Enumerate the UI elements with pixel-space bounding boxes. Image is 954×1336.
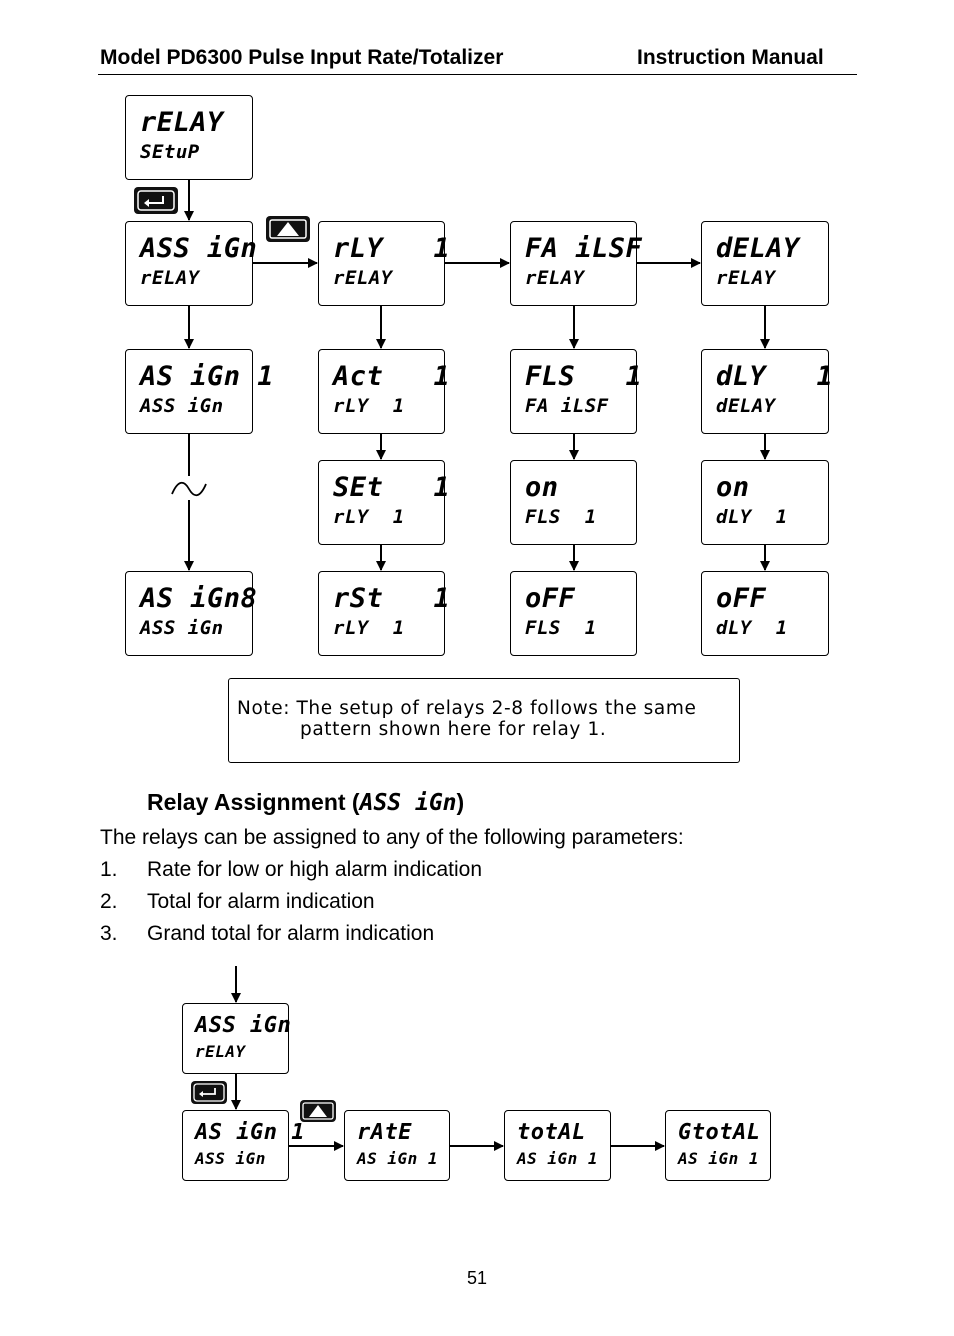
list-item-text: Rate for low or high alarm indication: [147, 858, 482, 881]
heading-code: ASS iGn: [359, 790, 457, 816]
display-rst1: rSt 1 rLY 1: [318, 571, 450, 656]
display-bottom: FLS 1: [525, 617, 597, 639]
display-bottom: rLY 1: [333, 617, 405, 639]
display-bottom: rELAY: [716, 267, 776, 289]
list-item-number: 1.: [100, 858, 118, 881]
display-top: dELAY: [716, 233, 800, 264]
display-top: totAL: [517, 1120, 586, 1145]
display-bottom: FLS 1: [525, 506, 597, 528]
display-bottom: ASS iGn: [140, 395, 224, 417]
list-item-number: 2.: [100, 890, 118, 913]
display-top: on: [525, 472, 559, 503]
display-top: GtotAL: [678, 1120, 761, 1145]
display-top: oFF: [716, 583, 767, 614]
display-bottom: AS iGn 1: [678, 1149, 760, 1168]
display-bottom: rLY 1: [333, 506, 405, 528]
display-top: AS iGn8: [140, 583, 258, 614]
display-failsafe-relay: FA iLSF rELAY: [510, 221, 642, 306]
note-line-2: pattern shown here for relay 1.: [300, 719, 607, 740]
display-top: AS iGn 1: [140, 361, 275, 392]
heading-text: Relay Assignment (: [147, 789, 360, 815]
up-arrow-button-icon: [266, 216, 310, 242]
display-top: rSt 1: [333, 583, 451, 614]
display-dly-on: on dLY 1: [701, 460, 829, 545]
section-heading: Relay Assignment (ASS iGn): [147, 789, 464, 816]
display-bottom: rELAY: [140, 267, 200, 289]
display-assign8: AS iGn8 ASS iGn: [125, 571, 257, 656]
display-rly1-relay: rLY 1 rELAY: [318, 221, 450, 306]
display-delay-relay: dELAY rELAY: [701, 221, 829, 306]
display-total: totAL AS iGn 1: [504, 1110, 611, 1181]
up-arrow-button-icon: [300, 1100, 336, 1122]
display-top: rLY 1: [333, 233, 451, 264]
display-bottom: rELAY: [525, 267, 585, 289]
display-fls-on: on FLS 1: [510, 460, 637, 545]
display-rate: rAtE AS iGn 1: [344, 1110, 450, 1181]
display-act1: Act 1 rLY 1: [318, 349, 450, 434]
header-manual: Instruction Manual: [637, 46, 824, 69]
header-title: Model PD6300 Pulse Input Rate/Totalizer: [100, 46, 504, 69]
list-item-number: 3.: [100, 922, 118, 945]
display-top: rELAY: [140, 107, 224, 138]
display-top: FA iLSF: [525, 233, 643, 264]
section-intro: The relays can be assigned to any of the…: [100, 826, 684, 849]
display-bottom: rELAY: [333, 267, 393, 289]
display-top: rAtE: [357, 1120, 412, 1145]
display-bottom: FA iLSF: [525, 395, 609, 417]
display-top: on: [716, 472, 750, 503]
display-fls-off: oFF FLS 1: [510, 571, 637, 656]
display-set1: SEt 1 rLY 1: [318, 460, 450, 545]
note-line-1: Note: The setup of relays 2-8 follows th…: [237, 698, 697, 719]
display-top: dLY 1: [716, 361, 834, 392]
display-top: ASS iGn: [140, 233, 258, 264]
display-top: SEt 1: [333, 472, 451, 503]
heading-close: ): [456, 789, 465, 815]
header-rule: [98, 74, 857, 75]
display-bottom: dLY 1: [716, 506, 788, 528]
display-assign-relay-2: ASS iGn rELAY: [182, 1003, 292, 1074]
page-number: 51: [466, 1268, 488, 1288]
display-top: oFF: [525, 583, 576, 614]
display-bottom: AS iGn 1: [357, 1149, 439, 1168]
display-bottom: rELAY: [195, 1042, 246, 1061]
display-assign-relay: ASS iGn rELAY: [125, 221, 257, 306]
display-bottom: dLY 1: [716, 617, 788, 639]
display-grand-total: GtotAL AS iGn 1: [665, 1110, 771, 1181]
display-bottom: rLY 1: [333, 395, 405, 417]
display-fls1: FLS 1 FA iLSF: [510, 349, 642, 434]
display-top: AS iGn 1: [195, 1120, 305, 1145]
display-bottom: dELAY: [716, 395, 776, 417]
display-top: FLS 1: [525, 361, 643, 392]
display-bottom: AS iGn 1: [517, 1149, 599, 1168]
display-relay-setup: rELAY SEtuP: [125, 95, 253, 180]
display-top: ASS iGn: [195, 1013, 292, 1038]
display-bottom: ASS iGn: [140, 617, 224, 639]
display-dly1: dLY 1 dELAY: [701, 349, 833, 434]
display-top: Act 1: [333, 361, 451, 392]
display-bottom: SEtuP: [140, 141, 200, 163]
tilde-break-icon: [171, 481, 207, 497]
enter-button-icon: [134, 187, 178, 214]
enter-button-icon: [191, 1081, 227, 1104]
display-assign1-2: AS iGn 1 ASS iGn: [182, 1110, 304, 1181]
display-bottom: ASS iGn: [195, 1149, 266, 1168]
display-dly-off: oFF dLY 1: [701, 571, 829, 656]
list-item-text: Total for alarm indication: [147, 890, 375, 913]
list-item-text: Grand total for alarm indication: [147, 922, 435, 945]
display-assign1: AS iGn 1 ASS iGn: [125, 349, 274, 434]
note-box: Note: The setup of relays 2-8 follows th…: [228, 678, 740, 763]
